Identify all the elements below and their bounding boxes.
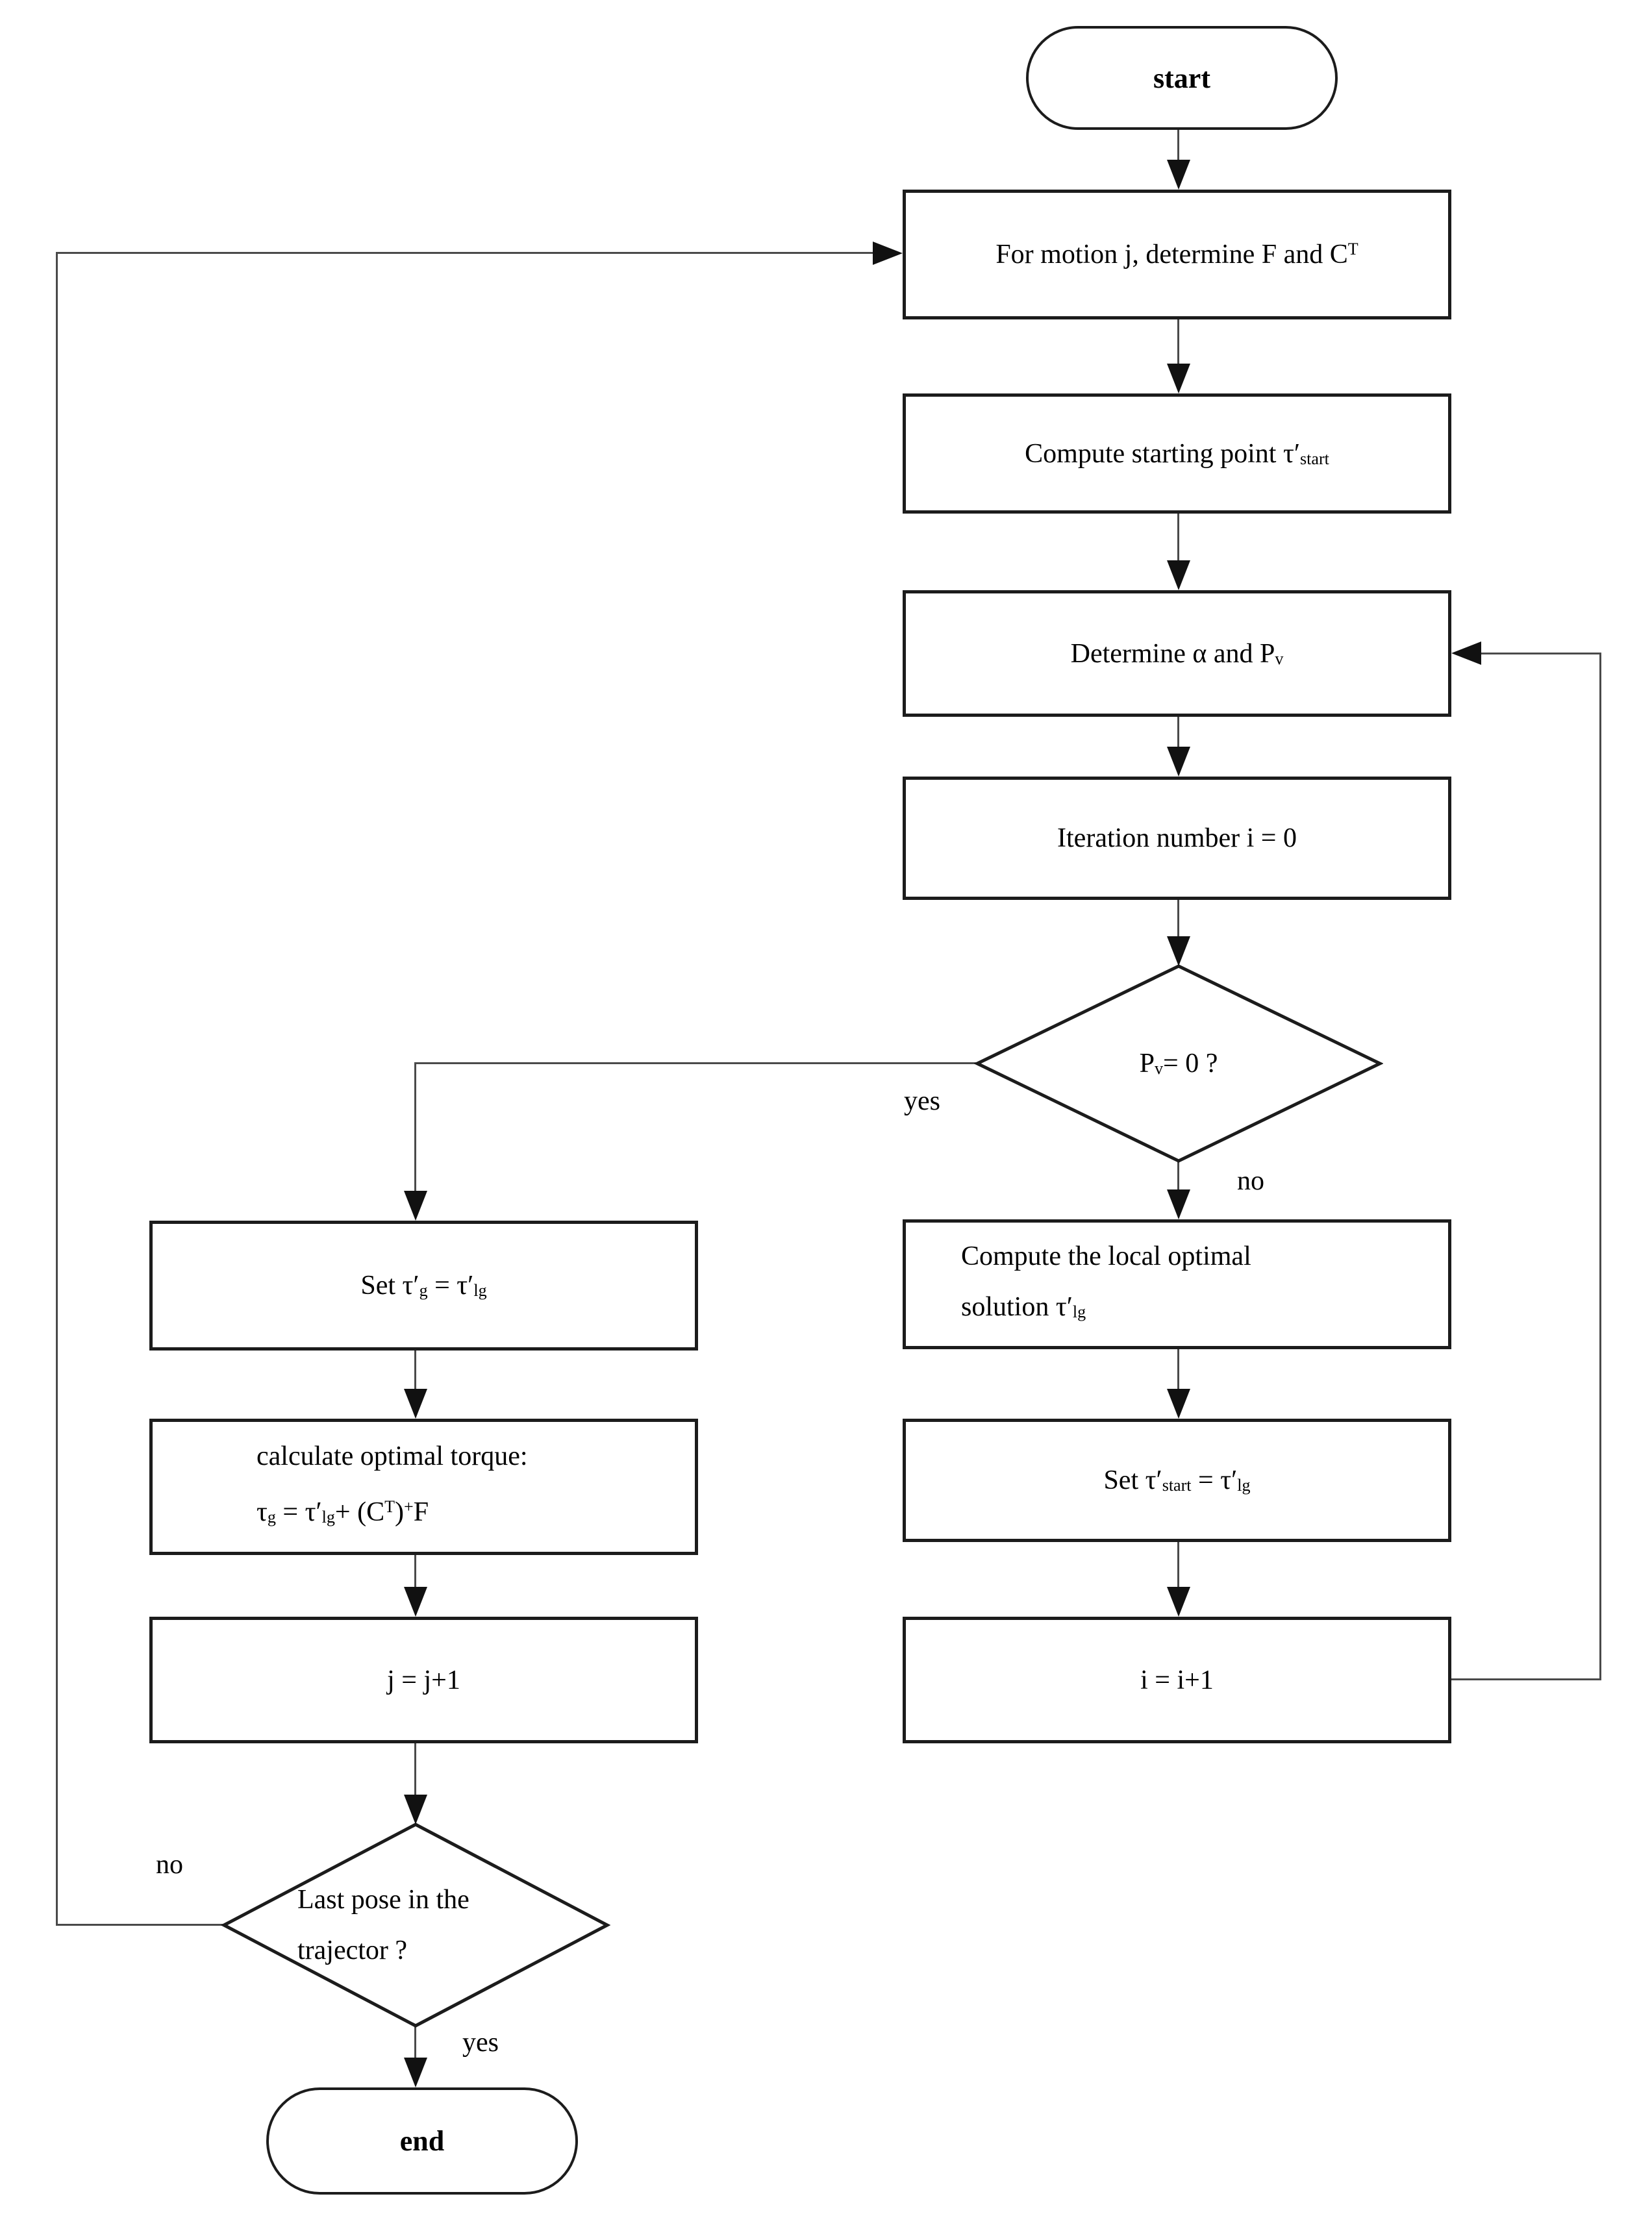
process-determine-alpha-pv-label: Determine α and Pv xyxy=(1070,638,1284,669)
process-compute-local-optimal: Compute the local optimal solution τ′lg xyxy=(903,1219,1451,1349)
process-compute-local-optimal-label: Compute the local optimal solution τ′lg xyxy=(961,1241,1251,1322)
arrowhead-into-end xyxy=(404,2058,427,2087)
connector-pvzero-no-branch xyxy=(1177,1161,1179,1192)
process-set-tau-g: Set τ′g = τ′lg xyxy=(149,1221,698,1351)
process-i-increment-label: i = i+1 xyxy=(1140,1665,1214,1695)
start-terminal: start xyxy=(1026,26,1338,130)
end-label: end xyxy=(399,2125,445,2157)
decision-last-pose xyxy=(220,1821,611,2029)
label-no-pvzero: no xyxy=(1237,1166,1264,1196)
arrowhead-loop-into-formotion xyxy=(873,242,903,265)
arrowhead-into-localoptimal xyxy=(1167,1189,1190,1219)
label-yes-pvzero: yes xyxy=(904,1086,940,1116)
process-iteration-number-label: Iteration number i = 0 xyxy=(1057,823,1297,853)
label-yes-lastpose: yes xyxy=(462,2028,499,2058)
decision-pv-zero-shape xyxy=(973,964,1384,1163)
connector-lastpose-yes-vertical xyxy=(414,2026,416,2060)
connector-iteration-to-pvzero xyxy=(1177,900,1179,939)
arrowhead-loop-into-determine xyxy=(1451,641,1481,665)
arrowhead-into-lastpose xyxy=(404,1795,427,1824)
connector-iinc-loop-top xyxy=(1481,653,1601,654)
arrowhead-into-iinc xyxy=(1167,1587,1190,1617)
decision-last-pose-shape xyxy=(220,1823,611,2028)
arrowhead-into-computestart xyxy=(1167,364,1190,393)
process-set-tau-g-label: Set τ′g = τ′lg xyxy=(360,1271,487,1301)
process-compute-starting-point-label: Compute starting point τ′start xyxy=(1025,438,1329,469)
process-calculate-optimal-torque-label: calculate optimal torque: τg = τ′lg+ (CT… xyxy=(257,1441,528,1527)
process-set-tau-start: Set τ′start = τ′lg xyxy=(903,1419,1451,1542)
connector-pvzero-yes-vertical xyxy=(414,1062,416,1192)
process-iteration-number: Iteration number i = 0 xyxy=(903,777,1451,900)
arrowhead-into-determine xyxy=(1167,560,1190,590)
arrowhead-into-setg xyxy=(404,1191,427,1221)
connector-pvzero-yes-horizontal xyxy=(416,1062,979,1064)
process-for-motion: For motion j, determine F and CT xyxy=(903,190,1451,319)
connector-outer-loop-top xyxy=(57,252,873,254)
connector-jinc-to-lastpose xyxy=(414,1743,416,1797)
process-calculate-optimal-torque: calculate optimal torque: τg = τ′lg+ (CT… xyxy=(149,1419,698,1555)
process-determine-alpha-pv: Determine α and Pv xyxy=(903,590,1451,717)
process-j-increment-label: j = j+1 xyxy=(387,1665,460,1695)
connector-lastpose-no-horizontal xyxy=(57,1924,224,1926)
arrowhead-into-formotion xyxy=(1167,160,1190,190)
arrowhead-into-setstart xyxy=(1167,1389,1190,1419)
process-compute-starting-point: Compute starting point τ′start xyxy=(903,393,1451,514)
decision-pv-zero-text: Pv= 0 ? xyxy=(1139,1049,1218,1078)
decision-pv-zero xyxy=(973,963,1384,1164)
connector-iinc-loop-vertical xyxy=(1599,653,1601,1680)
decision-last-pose-text: Last pose in the trajector ? xyxy=(297,1885,469,1965)
connector-computestart-to-determine xyxy=(1177,514,1179,563)
end-terminal: end xyxy=(266,2087,578,2195)
arrowhead-into-iteration xyxy=(1167,747,1190,777)
process-i-increment: i = i+1 xyxy=(903,1617,1451,1743)
connector-setstart-to-iinc xyxy=(1177,1542,1179,1589)
start-label: start xyxy=(1153,62,1210,94)
process-for-motion-label: For motion j, determine F and CT xyxy=(995,239,1358,269)
connector-formotion-to-computestart xyxy=(1177,319,1179,366)
connector-determine-to-iteration xyxy=(1177,717,1179,749)
connector-calctorque-to-jinc xyxy=(414,1555,416,1589)
process-set-tau-start-label: Set τ′start = τ′lg xyxy=(1103,1465,1251,1495)
connector-setg-to-calctorque xyxy=(414,1351,416,1391)
label-no-lastpose: no xyxy=(156,1850,183,1880)
arrowhead-into-calctorque xyxy=(404,1389,427,1419)
connector-iinc-loop-bottom xyxy=(1451,1678,1601,1680)
connector-start-to-formotion xyxy=(1177,129,1179,164)
connector-outer-loop-vertical xyxy=(56,252,58,1926)
connector-localoptimal-to-setstart xyxy=(1177,1349,1179,1391)
arrowhead-into-pvzero xyxy=(1167,936,1190,966)
arrowhead-into-jinc xyxy=(404,1587,427,1617)
process-j-increment: j = j+1 xyxy=(149,1617,698,1743)
